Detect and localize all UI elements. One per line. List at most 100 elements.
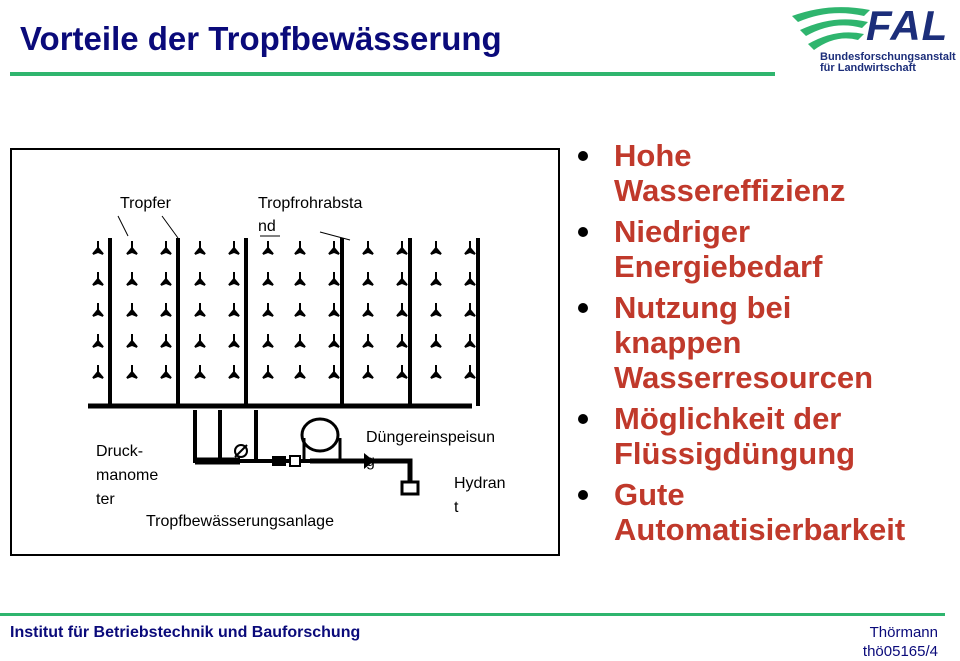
- plant-icon: [430, 241, 442, 255]
- logo-caption: Bundesforschungsanstalt für Landwirtscha…: [820, 52, 956, 74]
- footer-institute: Institut für Betriebstechnik und Baufors…: [10, 624, 361, 641]
- plant-icon: [92, 241, 104, 255]
- logo-word: FAL: [866, 2, 949, 49]
- plant-icon: [194, 241, 206, 255]
- label-tropfrohrabstand-1: Tropfrohrabsta: [258, 195, 363, 212]
- logo-stripes-icon: [792, 7, 870, 50]
- plant-icon: [294, 334, 306, 348]
- footer-code: thö05165/4: [862, 643, 938, 660]
- plant-icon: [396, 241, 408, 255]
- bullet-dot-icon: [578, 490, 588, 500]
- title-divider: [10, 72, 775, 76]
- label-hydrant-1: Hydran: [454, 475, 506, 492]
- plant-icon: [464, 241, 476, 255]
- plant-icon: [430, 334, 442, 348]
- plant-icon: [228, 272, 240, 286]
- label-tropfbewaesserungsanlage: Tropfbewässerungsanlage: [146, 513, 334, 530]
- logo-caption-line2: für Landwirtschaft: [820, 62, 916, 74]
- plant-icon: [396, 272, 408, 286]
- bullet-text-line: knappen: [614, 325, 742, 360]
- plant-icon: [194, 303, 206, 317]
- plant-icon: [194, 272, 206, 286]
- bullet-dot-icon: [578, 414, 588, 424]
- bullet-wasserresourcen: Nutzung bei knappen Wasserresourcen: [572, 290, 960, 395]
- plant-icon: [262, 241, 274, 255]
- plant-icon: [228, 365, 240, 379]
- bullet-text-line: Flüssigdüngung: [614, 436, 856, 471]
- label-hydrant-2: t: [454, 499, 459, 516]
- plant-icon: [92, 334, 104, 348]
- plant-icon: [194, 365, 206, 379]
- bullet-text-line: Wasserresourcen: [614, 360, 874, 395]
- plant-icon: [430, 303, 442, 317]
- bullet-text-line: Gute: [614, 477, 685, 512]
- bullet-text-line: Automatisierbarkeit: [614, 512, 906, 547]
- plant-icon: [328, 334, 340, 348]
- plant-icon: [228, 241, 240, 255]
- plant-icon: [362, 303, 374, 317]
- plant-icon: [328, 303, 340, 317]
- plant-icon: [126, 303, 138, 317]
- plant-icon: [328, 241, 340, 255]
- plant-icon: [160, 241, 172, 255]
- page-title: Vorteile der Tropfbewässerung: [20, 20, 502, 57]
- plant-icon: [328, 365, 340, 379]
- label-duengereinspeisung-1: Düngereinspeisun: [366, 429, 495, 446]
- plant-icon: [430, 272, 442, 286]
- plant-icon: [294, 241, 306, 255]
- bullet-text-line: Wassereffizienz: [614, 173, 846, 208]
- footer-divider: [0, 613, 945, 616]
- plant-icon: [464, 365, 476, 379]
- drip-irrigation-diagram: Tropfer Tropfrohrabsta nd Druck- manome …: [10, 148, 560, 556]
- plant-icon: [126, 272, 138, 286]
- plant-icon: [362, 365, 374, 379]
- plant-icon: [92, 365, 104, 379]
- plant-icon: [194, 334, 206, 348]
- plant-icon: [160, 365, 172, 379]
- plant-icon: [228, 303, 240, 317]
- plant-icon: [126, 334, 138, 348]
- plant-icon: [362, 334, 374, 348]
- label-druckmanometer-3: ter: [96, 491, 115, 508]
- bullet-energiebedarf: Niedriger Energiebedarf: [572, 214, 960, 284]
- plant-icon: [92, 303, 104, 317]
- bullet-dot-icon: [578, 303, 588, 313]
- logo-caption-line1: Bundesforschungsanstalt: [820, 51, 956, 63]
- plant-icon: [262, 365, 274, 379]
- plant-icon: [328, 272, 340, 286]
- plant-icon: [464, 303, 476, 317]
- bullet-dot-icon: [578, 227, 588, 237]
- plant-icon: [262, 303, 274, 317]
- plant-icon: [160, 303, 172, 317]
- label-druckmanometer-2: manome: [96, 467, 159, 484]
- plant-icon: [430, 365, 442, 379]
- label-druckmanometer-1: Druck-: [96, 443, 144, 460]
- plant-icon: [396, 303, 408, 317]
- bullet-text-line: Hohe: [614, 138, 692, 173]
- bullet-text-line: Niedriger: [614, 214, 751, 249]
- plant-icon: [262, 272, 274, 286]
- plant-icon: [92, 272, 104, 286]
- plant-icon: [160, 334, 172, 348]
- plant-icon: [362, 272, 374, 286]
- plant-icon: [160, 272, 172, 286]
- footer-author: Thörmann: [869, 624, 938, 641]
- plant-icon: [126, 365, 138, 379]
- advantages-list: Hohe Wassereffizienz Niedriger Energiebe…: [572, 138, 960, 553]
- bullet-wassereffizienz: Hohe Wassereffizienz: [572, 138, 960, 208]
- bullet-dot-icon: [578, 151, 588, 161]
- label-tropfer: Tropfer: [120, 195, 171, 212]
- diagram-drawing: [10, 148, 560, 556]
- plant-icon: [294, 303, 306, 317]
- bullet-fluessigduengung: Möglichkeit der Flüssigdüngung: [572, 401, 960, 471]
- plant-icon: [396, 365, 408, 379]
- bullet-text-line: Energiebedarf: [614, 249, 823, 284]
- plant-icon: [362, 241, 374, 255]
- plant-icon: [464, 334, 476, 348]
- label-tropfrohrabstand-2: nd: [258, 218, 276, 235]
- plant-icon: [396, 334, 408, 348]
- plant-icon: [464, 272, 476, 286]
- plant-icon: [294, 365, 306, 379]
- plant-icon: [126, 241, 138, 255]
- plant-icon: [294, 272, 306, 286]
